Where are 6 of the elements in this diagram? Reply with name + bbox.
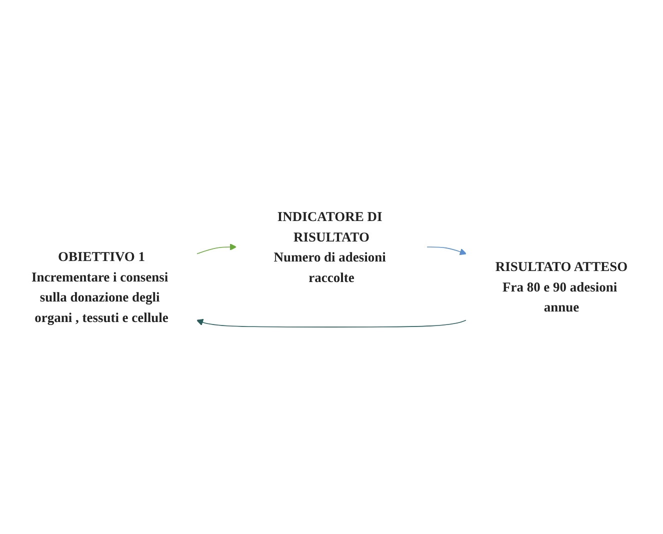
node-text: OBIETTIVO 1 Incrementare i consensi sulla donazione degli organi , tessuti e cellule <box>32 248 168 325</box>
arrow <box>196 318 467 328</box>
arrow <box>196 243 237 254</box>
node-text: INDICATORE DI RISULTATO Numero di adesioni raccolte <box>274 208 386 285</box>
arrow <box>426 246 467 256</box>
node-text: RISULTATO ATTESO Fra 80 e 90 adesioni annue <box>495 259 628 315</box>
